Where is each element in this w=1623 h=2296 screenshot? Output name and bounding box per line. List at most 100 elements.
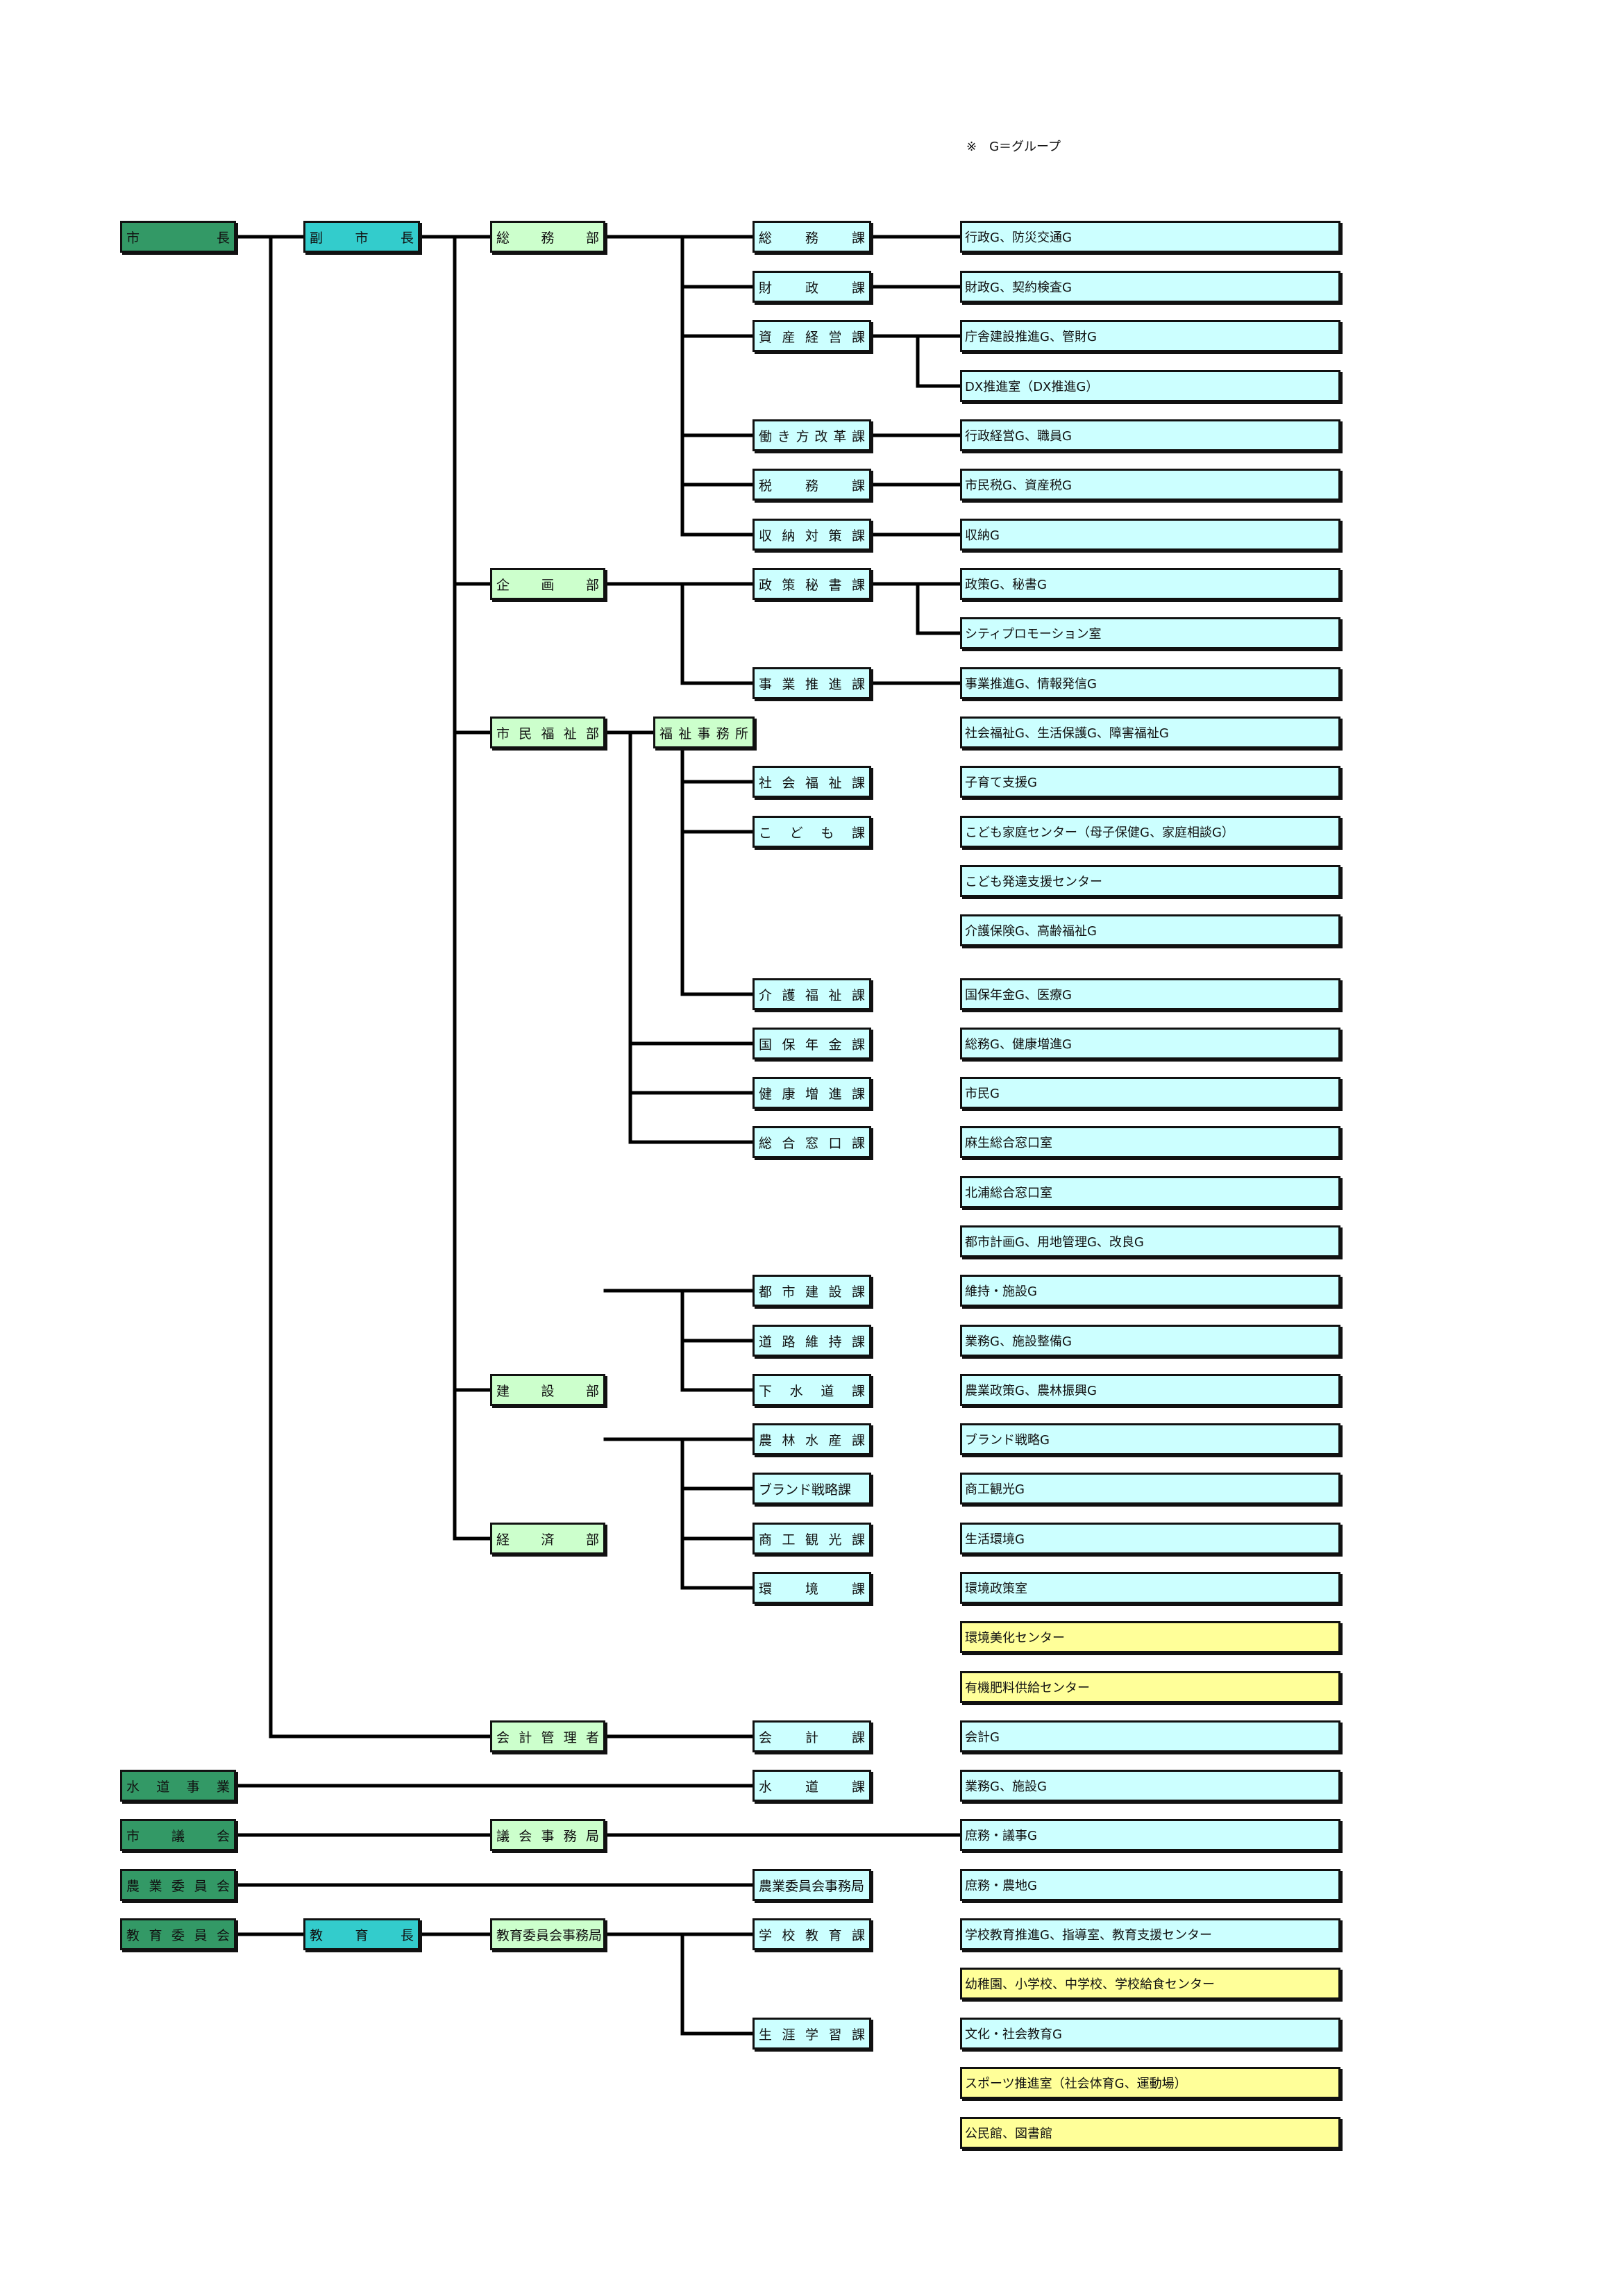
- division-box-d_jigyo: 事業推進課: [752, 667, 871, 699]
- division-box-d_toshi-char: 課: [851, 1284, 865, 1300]
- department-box-keizai: 経済部: [490, 1523, 605, 1555]
- division-box-d_shuno-char: 納: [782, 528, 796, 544]
- division-box-d_shisan: 資産経営課: [752, 320, 871, 352]
- division-box-d_sogo-char: 口: [828, 1135, 842, 1151]
- group-box: こども発達支援センター: [960, 865, 1340, 897]
- top-box-waterworks-char: 道: [156, 1779, 170, 1795]
- division-box-d_shuno: 収納対策課: [752, 519, 871, 551]
- division-box-d_shisan-char: 課: [851, 329, 865, 345]
- division-box-d_hataraki-char: 働: [759, 428, 773, 444]
- group-box: 市民G: [960, 1077, 1340, 1109]
- group-box: DX推進室（DX推進G）: [960, 370, 1340, 402]
- top-box-agri_committee-char: 会: [216, 1878, 230, 1894]
- division-box-d_shoko-char: 観: [805, 1532, 818, 1548]
- division-box-d_kenko: 健康増進課: [752, 1077, 871, 1109]
- division-box-d_gakko-char: 課: [851, 1927, 865, 1943]
- division-box-d_kodomo-char: こ: [759, 825, 773, 841]
- top-box-deputy: 副市長: [303, 221, 420, 253]
- division-box-d_seisaku: 政策秘書課: [752, 568, 871, 600]
- division-box-d_kaigo: 介護福祉課: [752, 978, 871, 1010]
- group-box: 都市計画G、用地管理G、改良G: [960, 1225, 1340, 1257]
- division-box-d_gesui-char: 道: [821, 1383, 834, 1399]
- division-box-d_gesui-char: 水: [789, 1383, 803, 1399]
- department-box-soumu-char: 総: [496, 230, 510, 246]
- group-box: 収納G: [960, 519, 1340, 551]
- division-box-d_nogyo_jimu: 農業委員会事務局: [752, 1869, 871, 1901]
- division-box-d_norin-char: 農: [759, 1432, 773, 1448]
- department-box-shimin-char: 部: [585, 726, 599, 741]
- division-box-d_suido-char: 道: [805, 1779, 818, 1795]
- division-box-d_kenko-char: 課: [851, 1086, 865, 1102]
- group-box: 会計G: [960, 1720, 1340, 1752]
- division-box-d_zaisei-char: 政: [805, 280, 818, 296]
- division-box-d_zaisei-char: 課: [851, 280, 865, 296]
- group-box: 商工観光G: [960, 1473, 1340, 1505]
- division-box-d_jigyo-char: 課: [851, 676, 865, 692]
- division-box-d_shuno-char: 対: [805, 528, 818, 544]
- division-box-d_shisan-char: 産: [782, 329, 796, 345]
- top-box-edu_board-char: 教: [126, 1927, 140, 1943]
- division-box-d_kankyo-char: 境: [805, 1581, 818, 1597]
- division-box-d_seisaku-char: 書: [828, 577, 842, 593]
- division-box-d_doro-char: 道: [759, 1334, 773, 1350]
- department-box-gikai_jimu: 議会事務局: [490, 1819, 605, 1851]
- division-box-d_kokuho-char: 保: [782, 1037, 796, 1053]
- division-box-d_gesui-char: 課: [851, 1383, 865, 1399]
- division-box-d_seisaku-char: 秘: [805, 577, 818, 593]
- division-box-d_gakko-char: 教: [805, 1927, 818, 1943]
- department-box-kikaku-char: 画: [541, 577, 555, 593]
- top-box-agri_committee-char: 委: [171, 1878, 185, 1894]
- division-box-d_kaikei-char: 課: [851, 1729, 865, 1745]
- department-box-keizai-char: 部: [585, 1532, 599, 1548]
- division-box-d_soumu-char: 務: [805, 230, 818, 246]
- top-box-superintendent-char: 教: [310, 1927, 323, 1943]
- division-box-d_toshi: 都市建設課: [752, 1275, 871, 1307]
- division-box-d_kenko-char: 進: [828, 1086, 842, 1102]
- division-box-d_shisan-char: 経: [805, 329, 818, 345]
- division-box-d_shakai-char: 福: [805, 775, 818, 791]
- division-box-d_toshi-char: 建: [805, 1284, 818, 1300]
- top-box-superintendent-char: 長: [400, 1927, 414, 1943]
- division-box-d_kenko-char: 健: [759, 1086, 773, 1102]
- welfare-office-box: 福祉事務所: [653, 717, 755, 748]
- division-box-d_shoko: 商工観光課: [752, 1523, 871, 1555]
- top-box-council: 市議会: [120, 1819, 236, 1851]
- division-box-d_shogai-char: 学: [805, 2027, 818, 2043]
- group-box: 庁舎建設推進G、管財G: [960, 320, 1340, 352]
- division-box-d_hataraki-char: き: [777, 428, 791, 444]
- division-box-d_sogo-char: 合: [782, 1135, 796, 1151]
- division-box-d_suido: 水道課: [752, 1770, 871, 1802]
- division-box-d_zeimu-char: 務: [805, 478, 818, 494]
- department-box-gikai_jimu-char: 議: [496, 1828, 510, 1844]
- division-box-d_zaisei-char: 財: [759, 280, 773, 296]
- division-box-d_shogai-char: 涯: [782, 2027, 796, 2043]
- welfare-office-box-char: 祉: [678, 726, 692, 741]
- division-box-d_doro-char: 路: [782, 1334, 796, 1350]
- division-box-d_hataraki: 働き方改革課: [752, 419, 871, 451]
- division-box-d_shakai: 社会福祉課: [752, 766, 871, 798]
- group-box: 政策G、秘書G: [960, 568, 1340, 600]
- division-box-d_kodomo-char: ど: [789, 825, 803, 841]
- group-box: 国保年金G、医療G: [960, 978, 1340, 1010]
- group-box: 事業推進G、情報発信G: [960, 667, 1340, 699]
- group-box: 庶務・農地G: [960, 1869, 1340, 1901]
- department-box-kaikei_kanri: 会計管理者: [490, 1720, 605, 1752]
- division-box-d_norin-char: 産: [828, 1432, 842, 1448]
- group-box: 庶務・議事G: [960, 1819, 1340, 1851]
- division-box-d_shisan-char: 資: [759, 329, 773, 345]
- division-box-d_shakai-char: 社: [759, 775, 773, 791]
- top-box-edu_board-char: 委: [171, 1927, 185, 1943]
- welfare-office-box-char: 事: [697, 726, 711, 741]
- group-box: 幼稚園、小学校、中学校、学校給食センター: [960, 1968, 1340, 2000]
- division-box-d_gakko-char: 育: [828, 1927, 842, 1943]
- division-box-d_shogai-char: 習: [828, 2027, 842, 2043]
- division-box-d_soumu: 総務課: [752, 221, 871, 253]
- division-box-d_jigyo-char: 業: [782, 676, 796, 692]
- group-box: 市民税G、資産税G: [960, 469, 1340, 501]
- group-box: 有機肥料供給センター: [960, 1671, 1340, 1703]
- top-box-agri_committee-char: 業: [149, 1878, 162, 1894]
- division-box-d_norin-char: 林: [782, 1432, 796, 1448]
- division-box-d_zaisei: 財政課: [752, 271, 871, 303]
- department-box-gikai_jimu-char: 会: [519, 1828, 532, 1844]
